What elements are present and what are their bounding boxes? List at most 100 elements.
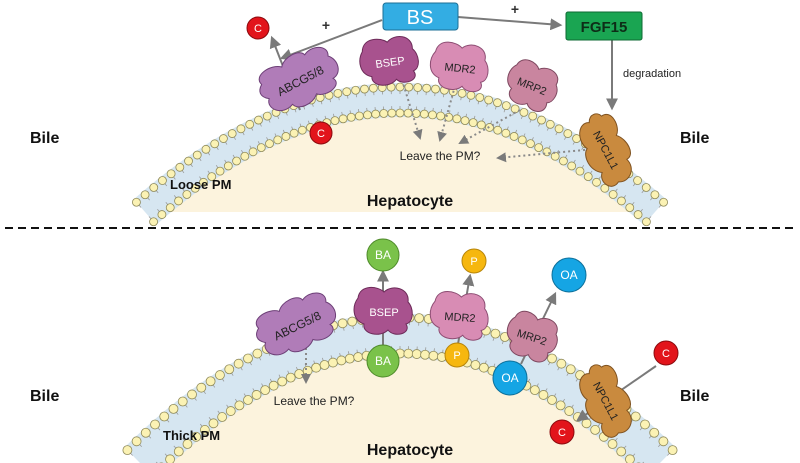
bile-acid-outside: BA <box>366 238 400 272</box>
lipid-head <box>368 83 378 93</box>
lipid-head <box>215 370 225 380</box>
lipid-head <box>493 98 502 108</box>
lipid-head <box>262 111 272 121</box>
cholesterol-bottom-inside: C <box>549 419 575 445</box>
phospholipid-inside: P <box>444 342 470 368</box>
lipid-head <box>363 110 372 120</box>
mdr2-leave-arrow <box>437 85 456 142</box>
lipid-head <box>297 125 307 135</box>
lipid-head <box>395 108 405 118</box>
lipid-head <box>289 128 299 138</box>
lipid-head <box>475 93 485 102</box>
lipid-head <box>563 129 573 138</box>
degradation-label: degradation <box>623 68 681 80</box>
svg-text:P: P <box>453 350 460 362</box>
lipid-head <box>431 84 440 94</box>
bsep-protein: BSEP <box>359 36 419 86</box>
lipid-head <box>460 116 470 126</box>
bsep-leave-arrow <box>401 79 423 140</box>
lipid-head <box>419 109 429 119</box>
lipid-head <box>344 353 355 364</box>
lipid-head <box>182 439 193 449</box>
lipid-head <box>215 166 225 176</box>
lipid-head <box>338 114 348 124</box>
lipid-head <box>165 203 175 213</box>
lipid-head <box>252 348 263 359</box>
lipid-head <box>190 183 200 193</box>
npc-leave-arrow <box>496 148 596 163</box>
lipid-head <box>219 134 228 143</box>
lipid-head <box>607 439 618 449</box>
bsep-protein-bottom: BSEP <box>353 287 413 335</box>
lipid-head <box>452 114 462 124</box>
lipid-head <box>265 139 274 149</box>
lipid-head <box>517 135 527 145</box>
lipid-head <box>294 369 305 379</box>
lipid-head <box>233 358 244 369</box>
lipid-head <box>617 196 626 206</box>
lipid-head <box>387 108 397 118</box>
lipid-head <box>526 139 535 149</box>
lipid-head <box>132 197 141 207</box>
top-leave-pm-label: Leave the PM? <box>400 149 481 163</box>
lipid-head <box>592 177 601 187</box>
lipid-head <box>159 411 170 422</box>
lipid-head <box>192 150 202 160</box>
lipid-head <box>608 190 618 199</box>
lipid-head <box>490 328 501 339</box>
lipid-head <box>509 132 519 141</box>
lipid-head <box>208 418 219 429</box>
lipid-head <box>422 83 432 93</box>
mdr2-protein-bottom: MDR2 <box>429 291 489 341</box>
lipid-head <box>537 115 546 125</box>
lipid-head <box>173 446 184 457</box>
lipid-head <box>347 316 358 327</box>
lipid-head <box>567 161 577 171</box>
lipid-head <box>379 109 389 118</box>
bottom-bile-right: Bile <box>680 388 709 405</box>
lipid-head <box>328 357 338 368</box>
lipid-head <box>311 362 322 373</box>
organic-anion-inside: OA <box>492 360 528 396</box>
lipid-head <box>187 389 197 400</box>
lipid-head <box>158 176 167 185</box>
lipid-head <box>236 124 246 134</box>
lipid-head <box>411 349 422 359</box>
lipid-head <box>547 353 557 364</box>
bs-to-abcg-arrow <box>279 19 383 61</box>
lipid-head <box>519 107 529 117</box>
lipid-head <box>468 118 478 128</box>
npc-protein-bottom: NPC1L1 <box>579 364 632 438</box>
lipid-head <box>547 395 557 405</box>
lipid-head <box>157 210 167 219</box>
lipid-head <box>600 183 610 193</box>
top-membrane-label: Loose PM <box>170 177 231 192</box>
lipid-head <box>234 400 245 411</box>
bs-to-fgf15-arrow <box>457 16 563 31</box>
lipid-head <box>534 143 544 153</box>
lipid-head <box>625 203 635 213</box>
lipid-head <box>205 376 216 387</box>
lipid-head <box>457 88 467 98</box>
lipid-head <box>149 183 159 192</box>
lipid-head <box>150 419 160 430</box>
lipid-head <box>337 318 348 329</box>
bs-label: BS <box>407 7 434 29</box>
lipid-head <box>302 365 313 376</box>
cholesterol-bottom-outside: C <box>653 340 679 366</box>
lipid-head <box>658 436 669 447</box>
lipid-head <box>131 436 142 447</box>
lipid-head <box>395 82 405 92</box>
lipid-head <box>501 101 511 111</box>
lipid-head <box>493 125 503 135</box>
top-panel: BS FGF15 + + degradation ABCG5/8 BSEP MD… <box>30 1 709 227</box>
lipid-head <box>414 313 425 324</box>
svg-text:BA: BA <box>375 248 391 262</box>
top-cell-label: Hepatocyte <box>367 193 453 210</box>
top-membrane-band <box>133 83 667 225</box>
svg-text:OA: OA <box>501 371 518 385</box>
top-bile-right: Bile <box>680 130 709 147</box>
lipid-head <box>260 385 271 396</box>
lipid-head <box>630 411 641 422</box>
